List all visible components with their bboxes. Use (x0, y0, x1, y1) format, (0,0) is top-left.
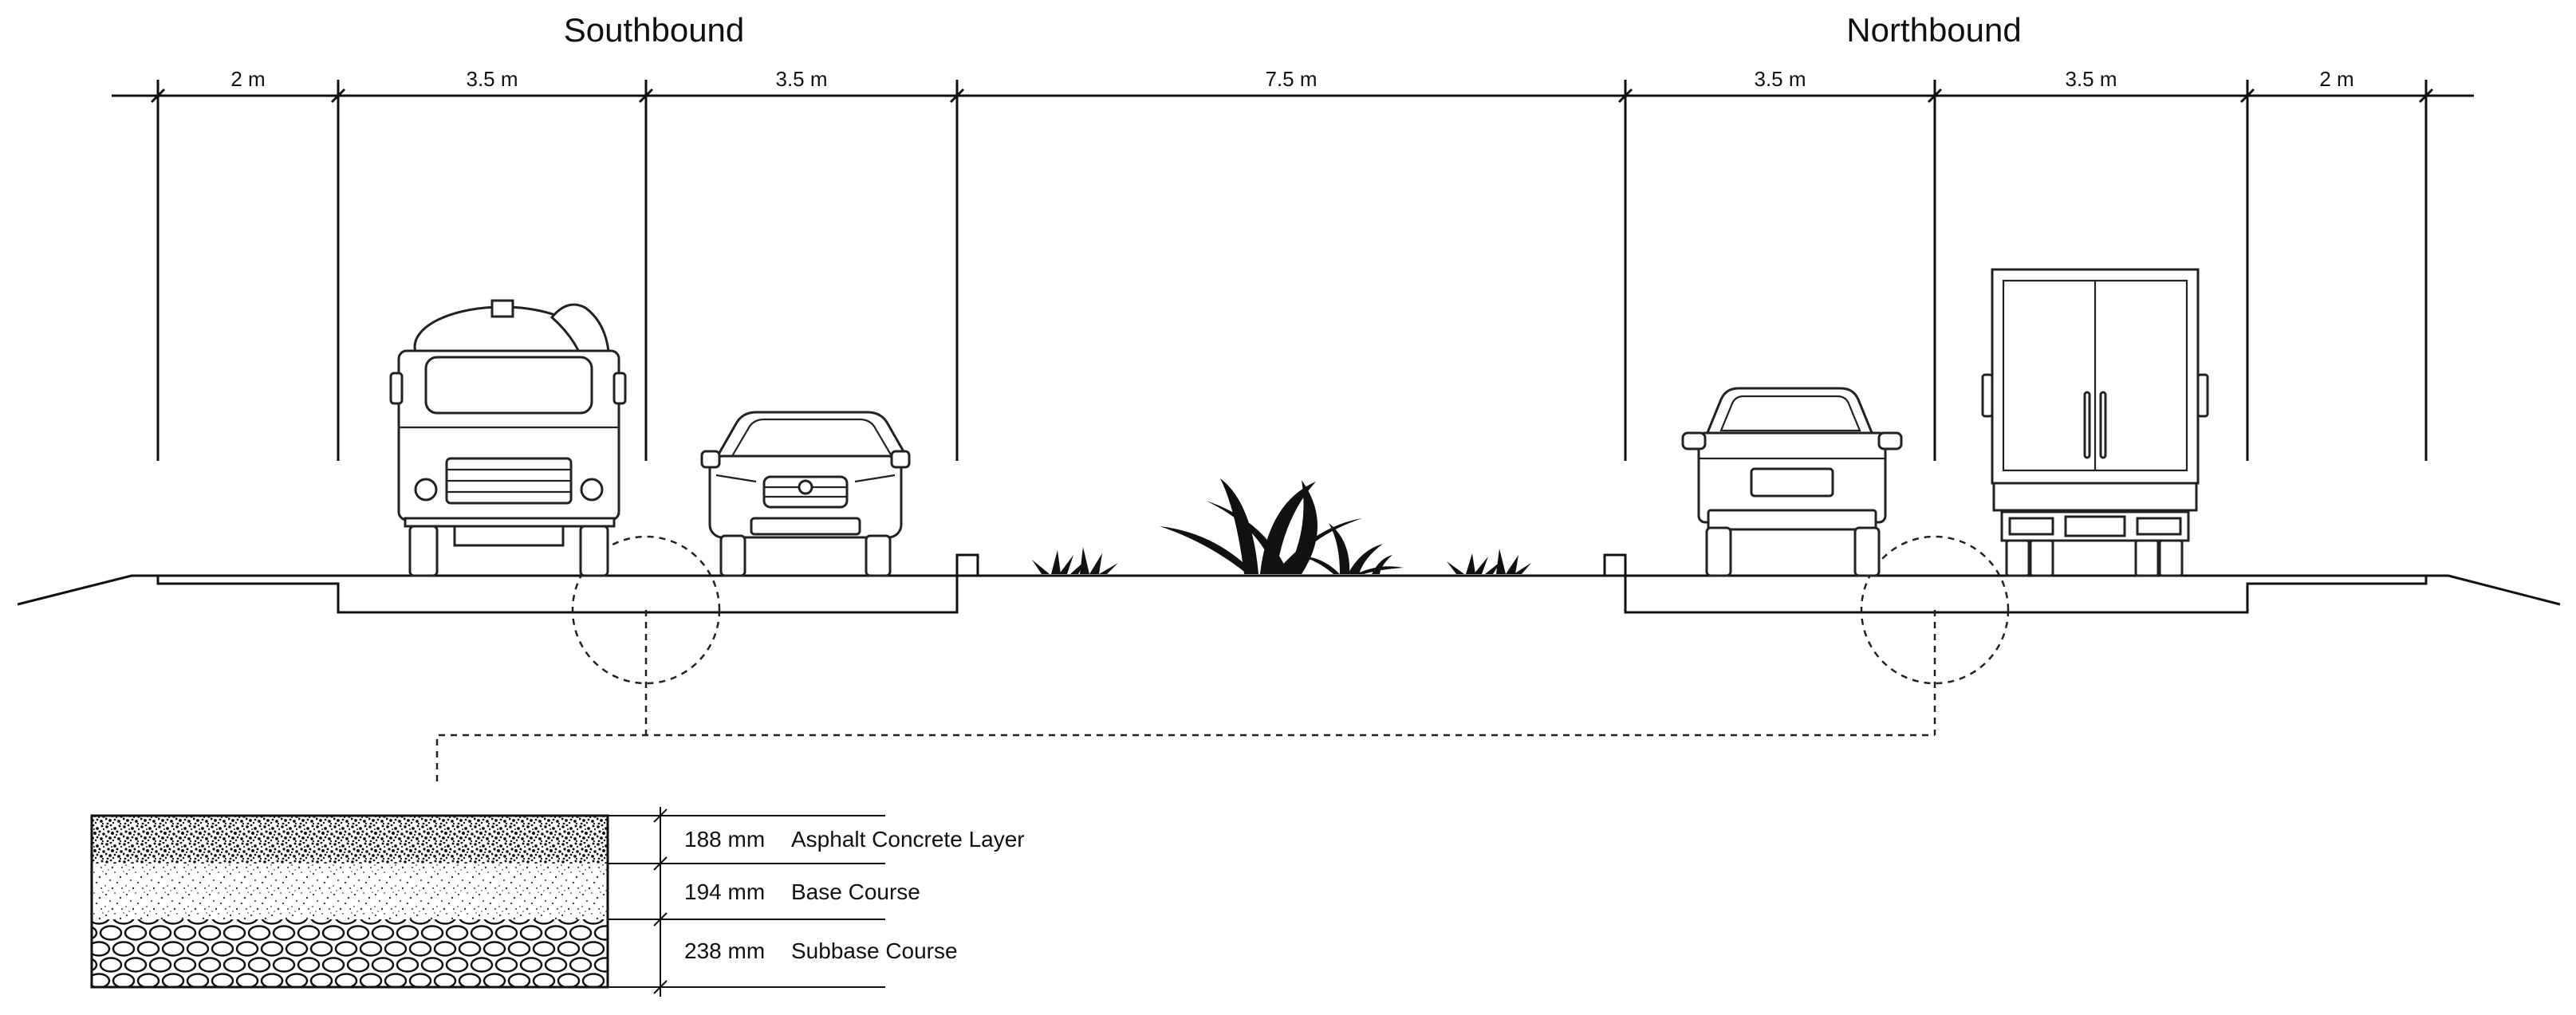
base-thickness: 194 mm (684, 879, 765, 904)
base-layer-name: Base Course (791, 879, 920, 904)
median-curb (955, 553, 979, 577)
box-truck-illustration (1981, 268, 2209, 577)
median-curb (1603, 553, 1627, 577)
suv-illustration (700, 411, 911, 577)
asphalt-thickness: 188 mm (684, 827, 765, 852)
dimension-label: 2 m (2319, 67, 2353, 91)
asphalt-concrete-swatch (92, 816, 608, 864)
dimension-label: 2 m (230, 67, 265, 91)
subbase-course-swatch (92, 919, 608, 987)
dimension-label: 3.5 m (2065, 67, 2117, 91)
detail-callout (435, 535, 2010, 781)
asphalt-layer-name: Asphalt Concrete Layer (791, 827, 1025, 852)
subbase-layer-name: Subbase Course (791, 938, 958, 963)
dimension-label: 3.5 m (1754, 67, 1806, 91)
base-course-swatch (92, 864, 608, 919)
southbound-heading: Southbound (564, 11, 745, 49)
dimension-label: 7.5 m (1265, 67, 1317, 91)
road-profile (17, 553, 2561, 614)
extension-lines (156, 80, 2428, 461)
northbound-heading: Northbound (1846, 11, 2022, 49)
shrub-icon (1160, 478, 1404, 574)
dimension-line: 2 m 3.5 m 3.5 m 7.5 m 3.5 m 3.5 m 2 m (112, 67, 2474, 461)
dimension-ticks (150, 88, 2434, 104)
pickup-truck-illustration (1681, 387, 1903, 577)
subbase-thickness: 238 mm (684, 938, 765, 963)
tanker-truck-illustration (389, 299, 627, 577)
dimension-label: 3.5 m (775, 67, 827, 91)
dimension-label: 3.5 m (466, 67, 518, 91)
grass-tuft-icon (1032, 547, 1118, 574)
pavement-layer-detail: 188 mm Asphalt Concrete Layer 194 mm Bas… (90, 807, 1025, 997)
grass-tuft-icon (1447, 549, 1531, 574)
median-plants (1032, 478, 1531, 574)
